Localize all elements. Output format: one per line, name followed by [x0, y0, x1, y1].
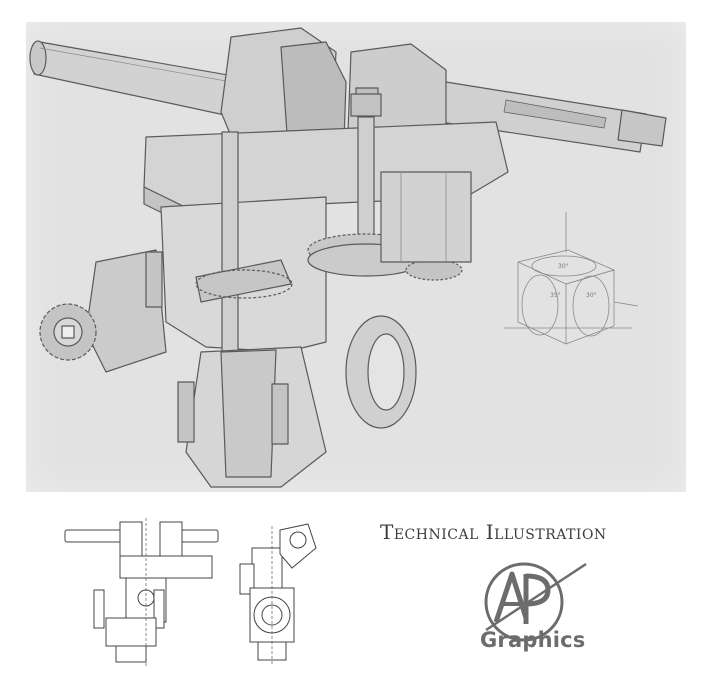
- isometric-cube-diagram: 30° 35° 30°: [504, 212, 639, 345]
- main-illustration-panel: 30° 35° 30°: [26, 22, 686, 492]
- cube-top-angle: 30°: [558, 263, 569, 270]
- ap-graphics-logo: [484, 562, 587, 642]
- cutaway-valve-illustration: 30° 35° 30°: [29, 27, 667, 488]
- cube-right-angle: 30°: [586, 292, 597, 299]
- cube-left-angle: 35°: [550, 292, 561, 299]
- thumbnail-front-elevation: [60, 518, 220, 666]
- caption-title: Technical Illustration: [380, 520, 607, 544]
- logo-wordmark: Graphics: [480, 628, 586, 652]
- thumbnail-side-elevation: [232, 518, 324, 666]
